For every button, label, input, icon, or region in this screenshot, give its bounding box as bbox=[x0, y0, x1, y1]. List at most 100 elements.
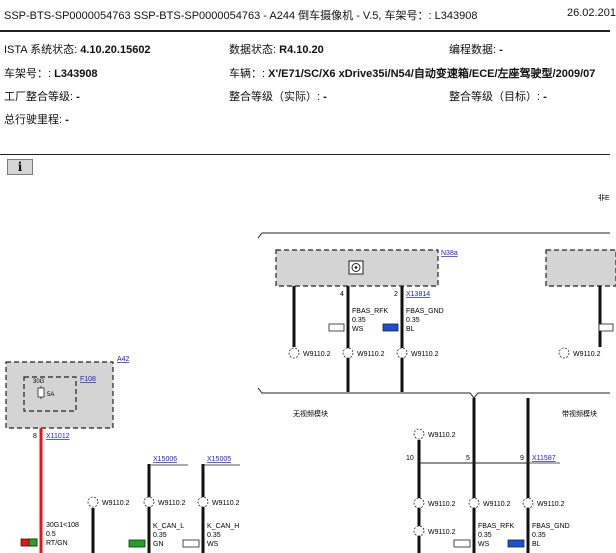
data-status-value: R4.10.20 bbox=[279, 44, 324, 56]
wiring-diagram: 非E N38a 4 2 X13814 FBAS_RFK 0.35 WS FBAS… bbox=[5, 193, 616, 553]
k-can-h-color: WS bbox=[207, 541, 219, 548]
target-integration-label: 整合等级（目标）: bbox=[449, 91, 544, 103]
ws-color-swatch bbox=[182, 539, 200, 548]
vin-label: 车架号：: bbox=[4, 68, 55, 80]
n38a-link[interactable]: N38a bbox=[441, 250, 458, 257]
fragment-label: 非E bbox=[598, 193, 610, 202]
no-video-module-label: 无视频模块 bbox=[293, 409, 328, 418]
ground-label: W9110.2 bbox=[212, 500, 240, 507]
k-can-l-label: K_CAN_L bbox=[153, 523, 184, 530]
fbas-rfk-color: WS bbox=[352, 326, 364, 333]
ground-label: W9110.2 bbox=[102, 500, 130, 507]
ground-icon bbox=[342, 347, 354, 359]
x15006-link[interactable]: X15006 bbox=[153, 456, 177, 463]
fuse-pin-label: 30G bbox=[33, 379, 45, 385]
fuse-icon bbox=[37, 386, 45, 399]
f108-link[interactable]: F108 bbox=[80, 376, 96, 383]
fbas-rfk-label-branch: FBAS_RFK bbox=[478, 523, 515, 530]
power-wire-color: RT/GN bbox=[46, 540, 68, 547]
fbas-rfk-size: 0.35 bbox=[352, 317, 366, 324]
ground-icon bbox=[288, 347, 300, 359]
fbas-gnd-label: FBAS_GND bbox=[406, 308, 444, 315]
ws-color-swatch bbox=[328, 323, 345, 332]
ground-icon bbox=[197, 496, 209, 508]
k-can-h-label: K_CAN_H bbox=[207, 523, 239, 530]
pin-2: 2 bbox=[394, 291, 398, 298]
vin: 车架号：: L343908 bbox=[4, 65, 98, 81]
ground-label: W9110.2 bbox=[428, 432, 456, 439]
k-can-h-size: 0.35 bbox=[207, 532, 221, 539]
ground-icon bbox=[468, 497, 480, 509]
gn-color-swatch bbox=[128, 539, 146, 548]
total-mileage-label: 总行驶里程: bbox=[4, 114, 66, 126]
fbas-gnd-size-branch: 0.35 bbox=[532, 532, 546, 539]
fuse-rating: 5A bbox=[47, 392, 54, 398]
ground-label: W9110.2 bbox=[158, 500, 186, 507]
x11587-link[interactable]: X11587 bbox=[532, 455, 556, 462]
ground-label: W9110.2 bbox=[303, 351, 331, 358]
pin-4: 4 bbox=[340, 291, 344, 298]
ground-label: W9110.2 bbox=[537, 501, 565, 508]
fbas-rfk-color-branch: WS bbox=[478, 541, 490, 548]
x11012-pin: 8 bbox=[33, 433, 37, 440]
upper-bracket bbox=[257, 232, 610, 239]
info-button[interactable]: i bbox=[7, 159, 33, 175]
total-mileage-value: - bbox=[65, 114, 69, 126]
ground-icon bbox=[413, 428, 425, 440]
target-integration-value: - bbox=[543, 91, 547, 103]
x11012-link[interactable]: X11012 bbox=[46, 433, 70, 440]
ground-label: W9110.2 bbox=[357, 351, 385, 358]
data-status: 数据状态: R4.10.20 bbox=[229, 41, 324, 57]
header-date: 26.02.201 bbox=[567, 7, 616, 19]
ground-icon bbox=[413, 525, 425, 537]
option-bracket bbox=[257, 387, 610, 399]
actual-integration-label: 整合等级（实际）: bbox=[229, 91, 324, 103]
vin-value: L343908 bbox=[54, 68, 98, 80]
ground-label: W9110.2 bbox=[428, 529, 456, 536]
programming-data: 编程数据: - bbox=[449, 41, 503, 57]
fbas-rfk-label: FBAS_RFK bbox=[352, 308, 389, 315]
ground-icon bbox=[396, 347, 408, 359]
k-can-l-color: GN bbox=[153, 541, 164, 548]
ground-label: W9110.2 bbox=[483, 501, 511, 508]
pin-10: 10 bbox=[406, 455, 414, 462]
total-mileage: 总行驶里程: - bbox=[4, 111, 69, 127]
ws-color-swatch-right bbox=[598, 323, 614, 332]
ground-icon bbox=[87, 496, 99, 508]
ground-label: W9110.2 bbox=[428, 501, 456, 508]
vehicle-label: 车辆：: bbox=[229, 68, 269, 80]
factory-integration-value: - bbox=[76, 91, 80, 103]
header-divider bbox=[0, 30, 610, 32]
ws-color-swatch bbox=[453, 539, 471, 548]
x13814-link[interactable]: X13814 bbox=[406, 291, 430, 298]
ground-label: W9110.2 bbox=[411, 351, 439, 358]
ground-icon bbox=[558, 347, 570, 359]
pin-9: 9 bbox=[520, 455, 524, 462]
f108-fuse-box bbox=[23, 376, 77, 412]
fbas-gnd-label-branch: FBAS_GND bbox=[532, 523, 570, 530]
rt-gn-color-swatch-green bbox=[28, 538, 38, 547]
with-video-module-label: 带视频模块 bbox=[562, 409, 597, 418]
video-module-box bbox=[545, 249, 616, 287]
fbas-gnd-size: 0.35 bbox=[406, 317, 420, 324]
window-title: SSP-BTS-SP0000054763 SSP-BTS-SP000005476… bbox=[4, 10, 478, 22]
actual-integration-value: - bbox=[323, 91, 327, 103]
bl-color-swatch bbox=[507, 539, 525, 548]
data-status-label: 数据状态: bbox=[229, 44, 280, 56]
ground-icon bbox=[522, 497, 534, 509]
vehicle: 车辆：: X'/E71/SC/X6 xDrive35i/N54/自动变速箱/EC… bbox=[229, 65, 595, 81]
power-wire-size: 0.5 bbox=[46, 531, 56, 538]
ground-icon bbox=[143, 496, 155, 508]
info-divider bbox=[0, 154, 610, 155]
programming-data-value: - bbox=[499, 44, 503, 56]
camera-icon bbox=[348, 260, 364, 275]
ista-status: ISTA 系统状态: 4.10.20.15602 bbox=[4, 41, 151, 57]
ground-icon bbox=[413, 497, 425, 509]
vehicle-value: X'/E71/SC/X6 xDrive35i/N54/自动变速箱/ECE/左座驾… bbox=[268, 68, 596, 80]
x15005-link[interactable]: X15005 bbox=[207, 456, 231, 463]
a42-link[interactable]: A42 bbox=[117, 356, 130, 363]
ista-status-value: 4.10.20.15602 bbox=[80, 44, 151, 56]
fbas-gnd-color: BL bbox=[406, 326, 415, 333]
fbas-rfk-size-branch: 0.35 bbox=[478, 532, 492, 539]
ground-label: W9110.2 bbox=[573, 351, 601, 358]
